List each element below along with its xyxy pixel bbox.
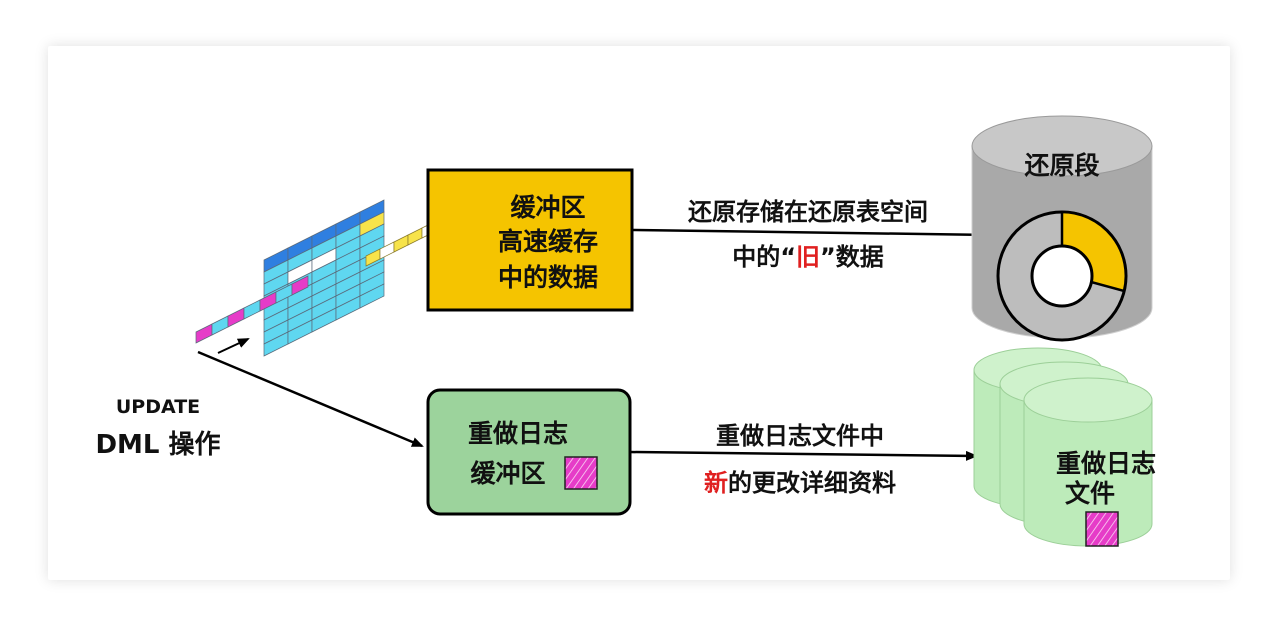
redo-to-files-arrow xyxy=(629,450,978,461)
row-to-grid-arrow xyxy=(217,338,250,354)
redo-description-line1: 重做日志文件中 xyxy=(716,422,884,450)
update-to-redo-arrow xyxy=(197,350,424,448)
dml-operation-label: DML 操作 xyxy=(95,430,220,460)
redo-log-buffer-box xyxy=(426,388,632,516)
changed-row-cell xyxy=(195,323,213,344)
change-marker-icon xyxy=(564,456,598,490)
undo-segment-cylinder-icon: 还原段 xyxy=(971,115,1153,342)
buffer-cache-line3: 中的数据 xyxy=(498,263,598,292)
dml-undo-redo-diagram: UPDATE DML 操作 缓冲区 高速缓存 中的数据 还原存储在还原表空间 中… xyxy=(95,115,1156,547)
grid-cell xyxy=(359,283,385,309)
redo-files-line2: 文件 xyxy=(1065,479,1115,508)
undo-description-line1: 还原存储在还原表空间 xyxy=(688,198,928,226)
changed-row-cell xyxy=(291,275,309,296)
redo-buffer-line1: 重做日志 xyxy=(468,419,568,448)
diagram-card: UPDATE DML 操作 缓冲区 高速缓存 中的数据 还原存储在还原表空间 中… xyxy=(48,46,1230,580)
changed-row-cell xyxy=(227,307,245,328)
redo-buffer-line2: 缓冲区 xyxy=(470,459,545,488)
redo-file-change-marker-icon xyxy=(1085,511,1119,547)
redo-log-files-cylinder-icon: 重做日志 文件 xyxy=(973,347,1156,547)
redo-files-line1: 重做日志 xyxy=(1056,449,1156,478)
cache-row-cell xyxy=(393,234,409,253)
changed-row-cell xyxy=(243,299,261,320)
buffer-cache-line2: 高速缓存 xyxy=(498,227,598,256)
undo-description-line2: 中的“旧”数据 xyxy=(732,243,884,271)
cache-row-cell xyxy=(407,227,423,246)
data-block-grid xyxy=(195,199,479,357)
old-highlight: 旧 xyxy=(796,243,820,271)
new-highlight: 新 xyxy=(704,469,728,497)
changed-row-cell xyxy=(211,315,229,336)
update-label: UPDATE xyxy=(116,396,200,418)
buffer-cache-line1: 缓冲区 xyxy=(510,193,585,222)
undo-segment-label: 还原段 xyxy=(1024,151,1099,180)
buffer-cache-box xyxy=(426,168,634,312)
redo-description-line2: 新的更改详细资料 xyxy=(704,469,896,497)
